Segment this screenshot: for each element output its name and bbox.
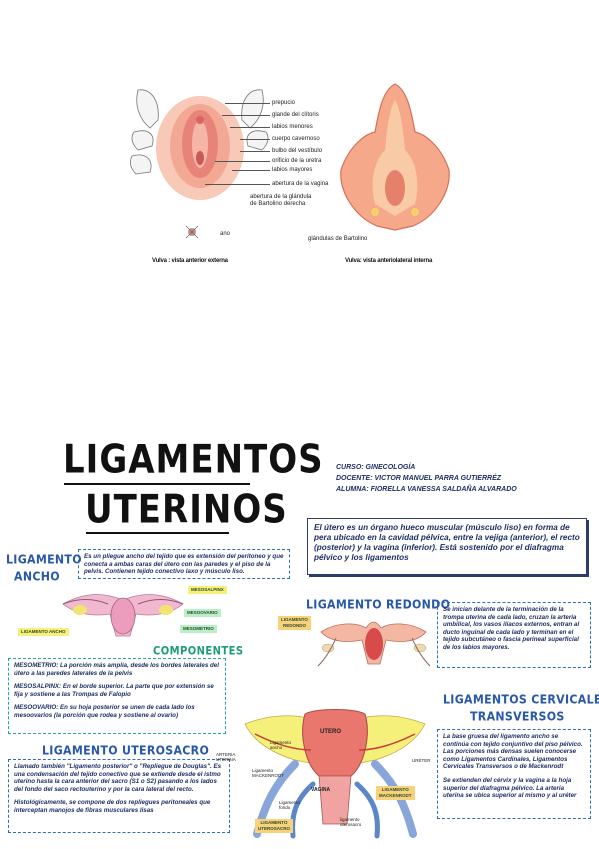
label-line bbox=[232, 170, 270, 171]
meta-student: ALUMNA: FIORELLA VANESSA SALDAÑA ALVARAD… bbox=[336, 486, 517, 493]
label-labios-mayores: labios mayores bbox=[272, 167, 313, 173]
label-line bbox=[205, 184, 270, 185]
label-line bbox=[222, 115, 270, 116]
componente-mesometrio: MESOMETRIO: La porción más amplia, desde… bbox=[14, 662, 219, 677]
label-line bbox=[230, 127, 270, 128]
componentes-title: COMPONENTES bbox=[153, 645, 244, 658]
title-underline bbox=[64, 483, 250, 485]
label-orificio-uretra: orificio de la uretra bbox=[272, 158, 322, 164]
title-underline bbox=[86, 532, 229, 534]
label-bartolino-derecha: abertura de la glándula de Bartolino der… bbox=[250, 194, 312, 207]
label-line bbox=[240, 139, 270, 140]
label-line bbox=[225, 103, 270, 104]
label-line bbox=[240, 151, 270, 152]
meta-course: CURSO: GINECOLOGÍA bbox=[336, 464, 416, 471]
redondo-description: Se inician delante de la terminación de … bbox=[437, 602, 591, 668]
diagram-label-mackenrodt: Ligamento MACKENRODT bbox=[252, 768, 285, 778]
label-ano: ano bbox=[220, 231, 231, 237]
label-ligamento-redondo: LIGAMENTO REDONDO bbox=[278, 616, 311, 630]
vulva-anterior-illustration bbox=[129, 80, 270, 255]
label-glande: glande del clítoris bbox=[272, 112, 319, 118]
componentes-box: MESOMETRIO: La porción más amplia, desde… bbox=[8, 658, 226, 734]
ligamento-ancho-illustration bbox=[58, 586, 188, 648]
label-mesometrio: MESOMETRIO bbox=[180, 625, 217, 633]
cervicales-box: La base gruesa del ligamento ancho se co… bbox=[437, 729, 591, 819]
label-ligamento-uterosacro: LIGAMENTO UTEROSACRO bbox=[255, 819, 294, 833]
redondo-title: LIGAMENTO REDONDO bbox=[306, 597, 451, 612]
label-prepucio: prepucio bbox=[272, 100, 296, 106]
caption-vista-anterior: Vulva : vista anterior externa bbox=[152, 258, 228, 264]
componente-mesosalpinx: MESOSALPINX: En el borde superior. La pa… bbox=[14, 683, 214, 698]
page-title-line2: UTERINOS bbox=[85, 487, 288, 533]
label-ligamento-mackenrodt: LIGAMENTO MACKENRODT bbox=[376, 786, 415, 800]
vulva-internal-illustration bbox=[335, 80, 455, 260]
label-bulbo-vestibulo: bulbo del vestíbulo bbox=[272, 148, 323, 154]
componente-mesoovario: MESOOVARIO: En su hoja posterior se unen… bbox=[14, 704, 195, 719]
uterosacro-paragraph-1: Llamado también "Ligamento posterior" o … bbox=[14, 763, 222, 793]
ligamento-redondo-illustration bbox=[316, 612, 431, 672]
label-mesosalpinx: MESOSALPINX bbox=[188, 586, 227, 594]
cervicales-paragraph-1: La base gruesa del ligamento ancho se co… bbox=[443, 733, 583, 771]
uterosacro-box: Llamado también "Ligamento posterior" o … bbox=[8, 759, 230, 833]
ancho-description: Es un pliegue ancho del tejido que es ex… bbox=[78, 549, 290, 579]
diagram-label-fondo: Ligamento fondo bbox=[279, 800, 301, 810]
label-ligamento-ancho: LIGAMENTO ANCHO bbox=[18, 628, 69, 636]
label-cuerpo-cavernoso: cuerpo cavernoso bbox=[272, 136, 320, 142]
diagram-label-uterosacro: ligamento uterosacro bbox=[340, 817, 362, 827]
uterosacro-title: LIGAMENTO UTEROSACRO bbox=[42, 743, 210, 758]
label-glandulas-bartolino: glándulas de Bartolino bbox=[308, 236, 368, 242]
label-mesoovario: MESOOVARIO bbox=[184, 609, 221, 617]
cervicales-paragraph-2: Se extienden del cérvix y la vagina a la… bbox=[443, 776, 577, 800]
meta-teacher: DOCENTE: VICTOR MANUEL PARRA GUTIERRÉZ bbox=[336, 475, 502, 482]
diagram-label-ancho: Ligamento ancho bbox=[270, 740, 292, 750]
uterosacro-paragraph-2: Histológicamente, se compone de dos repl… bbox=[14, 799, 211, 814]
intro-box: El útero es un órgano hueco muscular (mú… bbox=[307, 518, 587, 575]
cervicales-title-2: TRANSVERSOS bbox=[470, 709, 565, 724]
caption-vista-interna: Vulva: vista anteriolateral interna bbox=[345, 258, 433, 264]
diagram-label-utero: UTERO bbox=[320, 729, 341, 735]
page-title-line1: LIGAMENTOS bbox=[63, 437, 324, 483]
ancho-title-2: ANCHO bbox=[14, 569, 60, 584]
label-abertura-vagina: abertura de la vagina bbox=[272, 181, 329, 187]
label-labios-menores: labios menores bbox=[272, 124, 313, 130]
diagram-label-ureter: URÉTER bbox=[412, 758, 431, 763]
diagram-label-arteria: ARTERIA UTERINA bbox=[216, 752, 236, 762]
cervicales-title-1: LIGAMENTOS CERVICALES bbox=[443, 692, 599, 707]
label-line bbox=[215, 161, 270, 162]
diagram-label-vagina: VAGINA bbox=[311, 787, 331, 793]
ancho-title-1: LIGAMENTO bbox=[6, 552, 82, 567]
